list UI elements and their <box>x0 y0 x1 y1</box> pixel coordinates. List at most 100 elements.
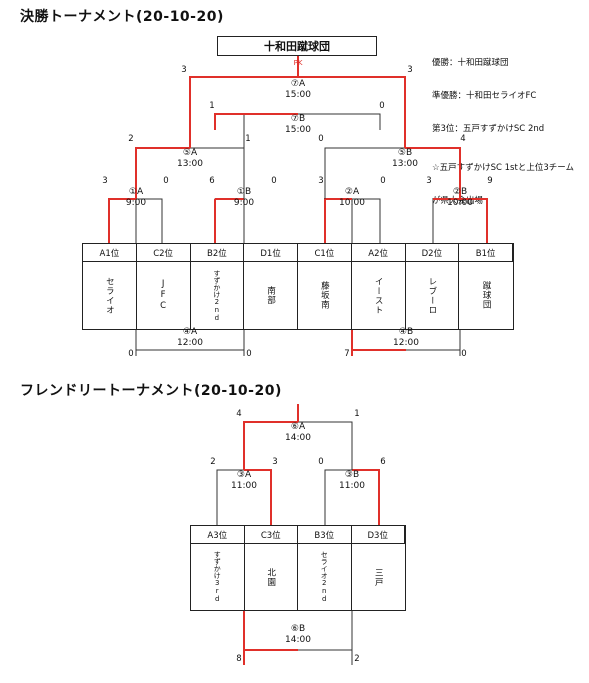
match-2a-left-score: 3 <box>318 176 324 186</box>
match-6b-left-score: 8 <box>236 654 242 664</box>
match-1b-time: 9:00 <box>233 198 255 208</box>
match-7a-time: 15:00 <box>285 90 311 100</box>
note-champion: 優勝：十和田蹴球団 <box>432 58 509 68</box>
match-2a-time: 10:00 <box>339 198 365 208</box>
match-2a-label: ②A 10:00 <box>339 187 365 209</box>
match-3b-left-score: 0 <box>318 457 324 467</box>
match-2b-time: 10:00 <box>447 198 473 208</box>
team-c3: 北園 <box>245 544 298 610</box>
team-d3: 三戸 <box>373 567 384 587</box>
match-2b-id: ②B <box>452 187 468 197</box>
match-3a-time: 11:00 <box>231 481 257 491</box>
match-2b-left-score: 3 <box>426 176 432 186</box>
match-4b-left-score: 7 <box>344 349 350 359</box>
match-7a-left-score: 3 <box>181 65 187 75</box>
seed-d2: D2位 <box>405 244 460 262</box>
final-tournament-title: 決勝トーナメント(20-10-20) <box>20 9 224 25</box>
team-a3: すずかけ3rd <box>191 544 245 610</box>
match-5b-left-score: 0 <box>318 134 324 144</box>
match-7a-pk: PK <box>293 59 303 67</box>
seed-a2: A2位 <box>351 244 406 262</box>
seed-b1: B1位 <box>459 244 513 262</box>
match-4b-time: 12:00 <box>393 338 419 348</box>
match-3b-id: ③B <box>344 470 360 480</box>
match-6a-label: ⑥A 14:00 <box>285 422 311 444</box>
match-2a-id: ②A <box>344 187 360 197</box>
match-3b-time: 11:00 <box>339 481 365 491</box>
team-a2: イースト <box>352 262 406 329</box>
match-1b-left-score: 6 <box>209 176 215 186</box>
match-4b-label: ④B 12:00 <box>393 327 419 349</box>
match-3b-label: ③B 11:00 <box>339 470 365 492</box>
friendly-team-grid: A3位 C3位 B3位 D3位 すずかけ3rd 北園 セライオ2nd 三戸 <box>190 525 406 611</box>
match-6b-label: ⑥B 14:00 <box>285 624 311 646</box>
match-7a-id: ⑦A <box>290 79 306 89</box>
match-7b-label: ⑦B 15:00 <box>285 114 311 136</box>
match-4a-id: ④A <box>182 327 198 337</box>
seed-d1: D1位 <box>244 244 298 262</box>
note-third-place: 第3位：五戸すずかけSC 2nd <box>432 124 545 134</box>
results-notes: 優勝：十和田蹴球団 準優勝：十和田セライオFC 第3位：五戸すずかけSC 2nd… <box>432 36 574 218</box>
match-1a-id: ①A <box>128 187 144 197</box>
seed-c2: C2位 <box>136 244 191 262</box>
match-6a-left-score: 4 <box>236 409 242 419</box>
match-1a-label: ①A 9:00 <box>126 187 146 209</box>
match-4a-left-score: 0 <box>128 349 134 359</box>
match-1a-time: 9:00 <box>125 198 147 208</box>
match-5a-id: ⑤A <box>182 148 198 158</box>
team-b2: すずかけ2nd <box>191 262 245 329</box>
friendly-tournament-title: フレンドリートーナメント(20-10-20) <box>20 383 282 399</box>
match-3a-right-score: 3 <box>272 457 278 467</box>
match-4a-label: ④A 12:00 <box>177 327 203 349</box>
match-5b-right-score: 4 <box>460 134 466 144</box>
match-2b-label: ②B 10:00 <box>447 187 473 209</box>
match-4b-id: ④B <box>398 327 414 337</box>
match-4b-right-score: 0 <box>461 349 467 359</box>
seed-b2: B2位 <box>190 244 245 262</box>
note-qualifier-2: が県大会出場 <box>432 196 484 206</box>
match-5b-label: ⑤B 13:00 <box>392 148 418 170</box>
note-runner-up: 準優勝：十和田セライオFC <box>432 91 537 101</box>
match-7a-label: ⑦A 15:00 <box>285 79 311 101</box>
match-7b-right-score: 0 <box>379 101 385 111</box>
seed-b3: B3位 <box>298 526 352 544</box>
team-c2: JFC <box>137 262 191 329</box>
match-1b-right-score: 0 <box>271 176 277 186</box>
match-4a-right-score: 0 <box>246 349 252 359</box>
match-3a-label: ③A 11:00 <box>231 470 257 492</box>
match-7b-id: ⑦B <box>290 114 306 124</box>
team-a1: セライオ <box>83 262 137 329</box>
match-6b-time: 14:00 <box>285 635 311 645</box>
team-c1: 藤坂南 <box>298 262 352 329</box>
match-7a-right-score: 3 <box>407 65 413 75</box>
match-4a-time: 12:00 <box>177 338 203 348</box>
seed-c3: C3位 <box>244 526 298 544</box>
match-3b-right-score: 6 <box>380 457 386 467</box>
team-b1: 蹴球団 <box>481 281 492 310</box>
match-5a-left-score: 2 <box>128 134 134 144</box>
match-7b-left-score: 1 <box>209 101 215 111</box>
match-5b-id: ⑤B <box>397 148 413 158</box>
match-2b-right-score: 9 <box>487 176 493 186</box>
match-1b-label: ①B 9:00 <box>234 187 254 209</box>
seed-a3: A3位 <box>191 526 245 544</box>
match-5a-time: 13:00 <box>177 159 203 169</box>
seed-c1: C1位 <box>298 244 352 262</box>
note-qualifier-1: ☆五戸すずかけSC 1stと上位3チーム <box>432 163 574 173</box>
match-6a-right-score: 1 <box>354 409 360 419</box>
match-6a-time: 14:00 <box>285 433 311 443</box>
match-6b-right-score: 2 <box>354 654 360 664</box>
champion-box: 十和田蹴球団 <box>217 36 377 56</box>
match-1a-left-score: 3 <box>102 176 108 186</box>
match-5a-right-score: 1 <box>245 134 251 144</box>
match-1b-id: ①B <box>236 187 252 197</box>
match-5b-time: 13:00 <box>392 159 418 169</box>
match-5a-label: ⑤A 13:00 <box>177 148 203 170</box>
seed-a1: A1位 <box>83 244 137 262</box>
team-b3: セライオ2nd <box>298 544 352 610</box>
final-team-grid: A1位 C2位 B2位 D1位 C1位 A2位 D2位 B1位 セライオ JFC… <box>82 243 514 330</box>
match-6a-id: ⑥A <box>290 422 306 432</box>
match-1a-right-score: 0 <box>163 176 169 186</box>
team-d1: 南部 <box>244 262 298 329</box>
